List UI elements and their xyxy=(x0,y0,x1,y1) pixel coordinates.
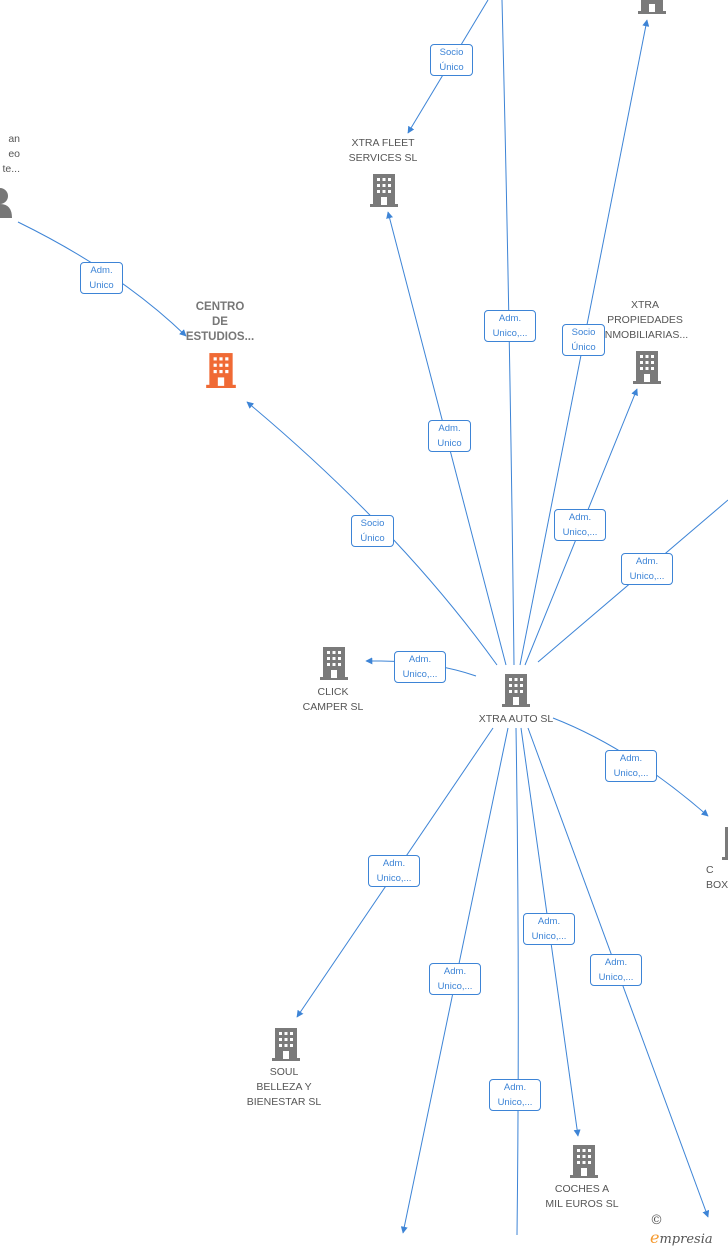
edge-label-socio-unico-xtra-fleet: Socio Único xyxy=(430,44,473,76)
node-label-xtra-prop[interactable]: XTRA PROPIEDADES INMOBILIARIAS... xyxy=(601,299,689,341)
building-icon-top-right xyxy=(638,0,666,14)
node-label-xtra-fleet[interactable]: XTRA FLEET SERVICES SL xyxy=(348,137,418,164)
node-label-coches[interactable]: COCHES A MIL EUROS SL xyxy=(545,1183,619,1210)
person-icon xyxy=(0,188,12,218)
building-icon-coches xyxy=(570,1145,598,1178)
brand-name: mpresia xyxy=(659,1232,713,1247)
edge-label-adm-unico-coches: Adm. Unico,... xyxy=(523,913,575,945)
copyright-symbol: © xyxy=(650,1213,663,1228)
edge-label-adm-unico-xtra-prop: Adm. Unico,... xyxy=(554,509,606,541)
empresia-watermark: © empresia xyxy=(650,1213,728,1247)
edge-label-adm-unico-bottom: Adm. Unico,... xyxy=(489,1079,541,1111)
building-icon-xtra-prop xyxy=(633,351,661,384)
node-label-box[interactable]: C BOX xyxy=(706,864,728,891)
node-label-person[interactable]: an eo te... xyxy=(2,133,20,175)
node-label-click-camper[interactable]: CLICK CAMPER SL xyxy=(302,686,364,713)
edge-label-adm-unico-box: Adm. Unico,... xyxy=(605,750,657,782)
edge-label-adm-unico-bottom-right: Adm. Unico,... xyxy=(590,954,642,986)
edge-label-adm-unico-centro: Adm. Unico xyxy=(80,262,123,294)
node-label-xtra-auto[interactable]: XTRA AUTO SL xyxy=(478,713,554,725)
edge-label-adm-unico-bottom-left: Adm. Unico,... xyxy=(429,963,481,995)
edge-label-adm-unico-top: Adm. Unico,... xyxy=(484,310,536,342)
node-label-soul[interactable]: SOUL BELLEZA Y BIENESTAR SL xyxy=(246,1066,322,1108)
building-icon-xtra-auto xyxy=(502,674,530,707)
brand-initial: e xyxy=(650,1228,660,1247)
edge-adm-unico-bottom xyxy=(515,727,519,1235)
building-icon-soul xyxy=(272,1028,300,1061)
edge-label-socio-unico-centro: Socio Único xyxy=(351,515,394,547)
building-icon-click-camper xyxy=(320,647,348,680)
edge-label-adm-unico-click-camper: Adm. Unico,... xyxy=(394,651,446,683)
edge-label-socio-unico-top-right: Socio Único xyxy=(562,324,605,356)
node-label-centro[interactable]: CENTRO DE ESTUDIOS... xyxy=(185,301,255,343)
building-icon-box xyxy=(722,827,728,860)
edge-label-adm-unico-soul: Adm. Unico,... xyxy=(368,855,420,887)
building-icon-centro xyxy=(206,353,236,388)
edge-label-adm-unico-xtra-fleet: Adm. Unico xyxy=(428,420,471,452)
building-icon-xtra-fleet xyxy=(370,174,398,207)
edge-label-adm-unico-right: Adm. Unico,... xyxy=(621,553,673,585)
